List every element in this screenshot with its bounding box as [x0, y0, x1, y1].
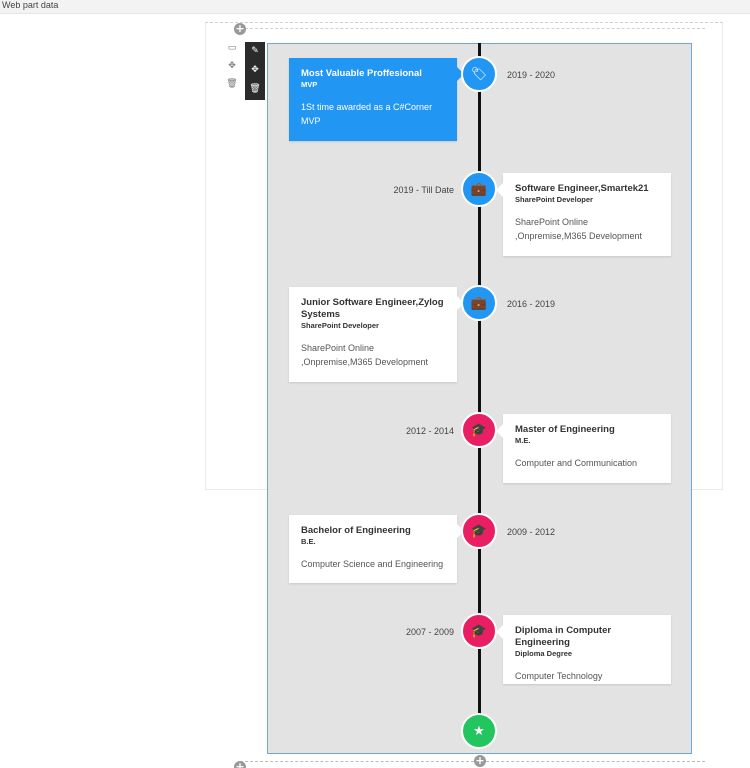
section-toolbar: ▭ ✥ 🗑 — [225, 40, 239, 94]
briefcase-icon: 💼 — [461, 171, 497, 207]
timeline-card-description: SharePoint Online ,Onpremise,M365 Develo… — [515, 217, 643, 241]
timeline-card[interactable]: Most Valuable Proffesional MVP 1St time … — [289, 58, 457, 141]
timeline-card[interactable]: Bachelor of Engineering B.E. Computer Sc… — [289, 515, 457, 583]
page-title: Web part data — [2, 0, 59, 10]
timeline-card-description: Computer Science and Engineering — [301, 559, 444, 569]
timeline-card-title: Diploma in Computer Engineering — [515, 625, 612, 648]
delete-webpart-icon[interactable]: 🗑 — [249, 84, 261, 94]
move-section-icon[interactable]: ✥ — [228, 61, 236, 71]
graduation-cap-icon: 🎓 — [461, 513, 497, 549]
timeline-card-subtitle: SharePoint Developer — [301, 321, 379, 330]
card-pointer — [496, 424, 503, 438]
timeline-date: 2019 - Till Date — [393, 185, 454, 195]
card-pointer — [496, 625, 503, 639]
graduation-cap-icon: 🎓 — [461, 412, 497, 448]
move-webpart-icon[interactable]: ✥ — [251, 65, 259, 75]
timeline-card[interactable]: Junior Software Engineer,Zylog Systems S… — [289, 287, 457, 382]
star-icon: ★ — [461, 713, 497, 749]
timeline-card[interactable]: Software Engineer,Smartek21 SharePoint D… — [503, 173, 671, 256]
timeline-card-subtitle: SharePoint Developer — [515, 195, 593, 204]
timeline-card-description: 1St time awarded as a C#Corner MVP — [301, 102, 433, 126]
timeline-card-title: Software Engineer,Smartek21 — [515, 183, 649, 194]
card-pointer — [457, 67, 464, 81]
page-header: Web part data — [0, 0, 750, 14]
timeline-card-title: Junior Software Engineer,Zylog Systems — [301, 297, 444, 320]
timeline-card-description: Computer and Communication — [515, 458, 638, 468]
card-pointer — [457, 524, 464, 538]
timeline-card-subtitle: Diploma Degree — [515, 649, 573, 658]
timeline-card[interactable]: Diploma in Computer Engineering Diploma … — [503, 615, 671, 684]
section-divider-bottom — [240, 761, 705, 762]
graduation-cap-icon: 🎓 — [461, 613, 497, 649]
edit-section-icon[interactable]: ▭ — [227, 43, 237, 53]
timeline-date: 2019 - 2020 — [507, 70, 556, 80]
timeline-card-title: Most Valuable Proffesional — [301, 68, 422, 79]
timeline-card-title: Bachelor of Engineering — [301, 525, 411, 536]
timeline-card-subtitle: B.E. — [301, 537, 316, 546]
timeline-card-description: SharePoint Online ,Onpremise,M365 Develo… — [301, 343, 429, 367]
timeline-card-subtitle: MVP — [301, 80, 318, 89]
timeline-card-title: Master of Engineering — [515, 424, 615, 435]
timeline-date: 2009 - 2012 — [507, 527, 556, 537]
add-section-bottom-button[interactable]: + — [234, 761, 246, 768]
card-pointer — [496, 183, 503, 197]
tag-icon: 🏷 — [461, 56, 497, 92]
section-divider-top — [240, 28, 705, 29]
briefcase-icon: 💼 — [461, 285, 497, 321]
card-pointer — [457, 296, 464, 310]
timeline-card-description: Computer Technology — [515, 671, 603, 681]
timeline-card[interactable]: Master of Engineering M.E. Computer and … — [503, 414, 671, 483]
timeline-card-subtitle: M.E. — [515, 436, 531, 445]
timeline-date: 2016 - 2019 — [507, 299, 556, 309]
timeline-line — [478, 43, 481, 733]
webpart-toolbar: ✎ ✥ 🗑 — [245, 42, 265, 100]
timeline-date: 2007 - 2009 — [405, 627, 454, 637]
delete-section-icon[interactable]: 🗑 — [226, 79, 238, 89]
edit-webpart-icon[interactable]: ✎ — [251, 46, 259, 56]
timeline-date: 2012 - 2014 — [405, 426, 454, 436]
add-webpart-button[interactable]: + — [474, 754, 486, 767]
add-section-top-button[interactable]: + — [234, 22, 246, 35]
